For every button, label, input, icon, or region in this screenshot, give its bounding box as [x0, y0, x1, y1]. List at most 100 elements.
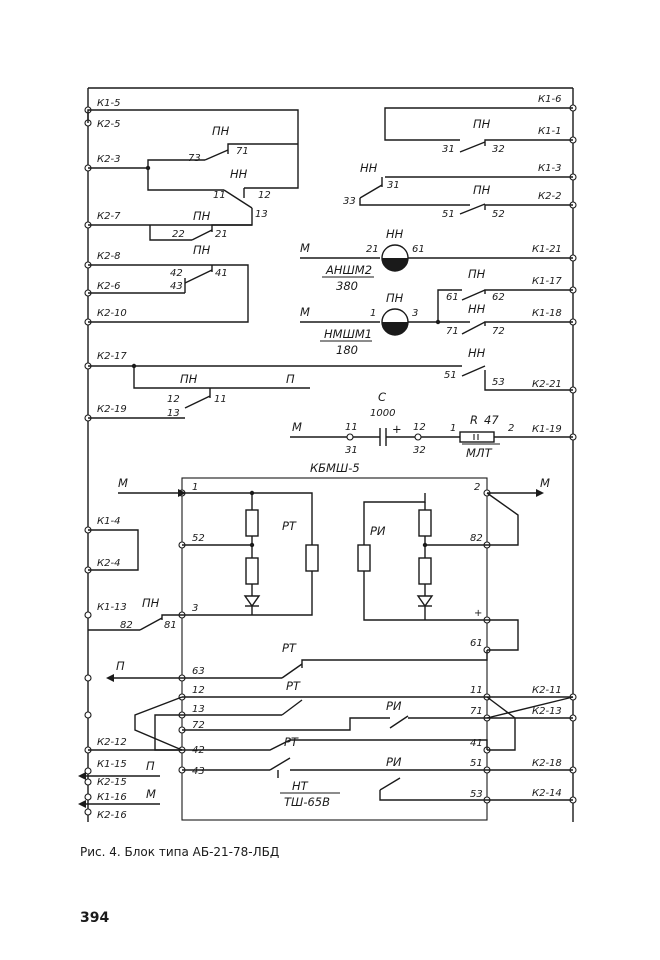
ri-resistor-2 — [418, 557, 432, 585]
label-k2-2: К2-2 — [538, 191, 561, 202]
pin-11c: 11 — [345, 422, 358, 433]
label-pn-3: ПН — [193, 243, 211, 257]
pin-11: 11 — [213, 190, 226, 201]
label-k1-17: К1-17 — [532, 276, 562, 287]
contact-pn-61-62 — [461, 289, 486, 301]
pin-71b: 71 — [446, 326, 459, 337]
k2-17-block: П ПН 12 13 11 НН 51 53 — [88, 346, 573, 419]
pin-51: 51 — [442, 209, 455, 220]
pin-52: 52 — [492, 209, 505, 220]
right-terminal-labels: К1-6 К1-1 К1-3 К2-2 К1-21 К1-17 К1-18 К2… — [532, 94, 562, 799]
pin-12d: 12 — [192, 685, 205, 696]
label-k2-15: К2-15 — [97, 777, 127, 788]
label-k2-4: К2-4 — [97, 558, 120, 569]
pin-12: 12 — [258, 190, 271, 201]
pin-plus: + — [474, 608, 482, 619]
label-k2-17: К2-17 — [97, 351, 127, 362]
pin-72b: 72 — [192, 720, 205, 731]
pin-63: 63 — [192, 666, 205, 677]
pin-3b: 3 — [192, 603, 198, 614]
label-k2-3: К2-3 — [97, 154, 120, 165]
pin-52b: 52 — [192, 533, 205, 544]
pin-13c: 13 — [192, 704, 205, 715]
label-nn-1: НН — [230, 167, 248, 181]
label-k1-16: К1-16 — [97, 792, 127, 803]
pin-82: 82 — [470, 533, 483, 544]
contact-pn-42-41 — [184, 269, 213, 284]
wire-k2-2 — [484, 204, 573, 210]
label-pn-9: ПН — [142, 596, 160, 610]
ri-diode — [416, 595, 434, 608]
wire-p-line — [133, 366, 310, 389]
label-p-1: П — [286, 372, 295, 386]
wire-k1-1 — [484, 139, 573, 146]
label-nmshm-value: 180 — [336, 343, 358, 357]
wire-22 — [149, 225, 192, 241]
label-k2-6: К2-6 — [97, 281, 120, 292]
pin-61b: 61 — [446, 292, 459, 303]
label-pn-4: ПН — [473, 117, 491, 131]
label-k2-14: К2-14 — [532, 788, 562, 799]
label-k1-21: К1-21 — [532, 244, 562, 255]
label-ri-1: РИ — [370, 524, 386, 538]
label-kbmsh: КБМШ-5 — [310, 461, 360, 475]
label-pn-5: ПН — [473, 183, 491, 197]
rt-resistor-2 — [245, 557, 259, 585]
label-nn-3: НН — [386, 227, 404, 241]
pin-43b: 43 — [192, 766, 205, 777]
label-k1-13: К1-13 — [97, 602, 127, 613]
label-tsh: ТШ-65В — [284, 795, 330, 809]
label-k2-11: К2-11 — [532, 685, 562, 696]
label-m-4: М — [118, 476, 128, 490]
label-pn-6: ПН — [386, 291, 404, 305]
terminal-k1-13 — [84, 611, 92, 619]
label-m-3: М — [292, 420, 302, 434]
label-k1-18: К1-18 — [532, 308, 562, 319]
rt-resistor — [245, 509, 259, 537]
contact-pn-73-71 — [204, 149, 229, 161]
label-rt-3: РТ — [286, 679, 301, 693]
label-nn-5: НН — [468, 346, 486, 360]
pin-21b: 21 — [366, 244, 379, 255]
top-right-contacts: ПН 31 32 НН 33 31 ПН 51 52 — [343, 107, 573, 220]
label-k1-5: К1-5 — [97, 98, 120, 109]
pin-2b: 2 — [474, 482, 480, 493]
cap-res-line: М 11 31 С 1000 + 12 32 1 2 R 47 МЛТ КБМШ… — [290, 390, 573, 475]
label-k1-4: К1-4 — [97, 516, 120, 527]
pin-72: 72 — [492, 326, 505, 337]
pin-71: 71 — [236, 146, 249, 157]
label-m-2: М — [300, 305, 310, 319]
label-m-1: М — [300, 241, 310, 255]
contact-pn-12-11 — [184, 395, 211, 409]
contact-pn-51-52 — [459, 203, 486, 215]
contact-nn-51-53 — [461, 365, 486, 377]
resistor-r47 — [459, 431, 495, 443]
terminal-mid-2 — [84, 711, 92, 719]
label-k2-8: К2-8 — [97, 251, 120, 262]
pin-33: 33 — [343, 196, 356, 207]
kbmsh-frame — [181, 477, 488, 821]
wire-71 — [227, 143, 298, 154]
label-k2-19: К2-19 — [97, 404, 127, 415]
label-ri-2: РИ — [386, 699, 402, 713]
pin-3: 3 — [412, 308, 418, 319]
pin-53: 53 — [492, 377, 505, 388]
pin-13b: 13 — [167, 408, 180, 419]
label-cap-plus: + — [392, 422, 402, 436]
pin-22: 22 — [172, 229, 185, 240]
label-rt-4: РТ — [284, 735, 299, 749]
pin-1c: 1 — [192, 482, 198, 493]
pin-2: 2 — [508, 423, 514, 434]
kbmsh-block: М М 1 2 РТ 52 3 — [78, 476, 574, 821]
label-k2-13: К2-13 — [532, 706, 562, 717]
pin-31: 31 — [442, 144, 455, 155]
label-k2-12: К2-12 — [97, 737, 127, 748]
contact-nn-33-31 — [359, 184, 383, 199]
label-rt-1: РТ — [282, 519, 297, 533]
pin-12c: 12 — [413, 422, 426, 433]
label-pn-7: ПН — [468, 267, 486, 281]
pin-21: 21 — [215, 229, 228, 240]
pin-41: 41 — [215, 268, 228, 279]
pin-42: 42 — [170, 268, 183, 279]
label-pn-2: ПН — [193, 209, 211, 223]
